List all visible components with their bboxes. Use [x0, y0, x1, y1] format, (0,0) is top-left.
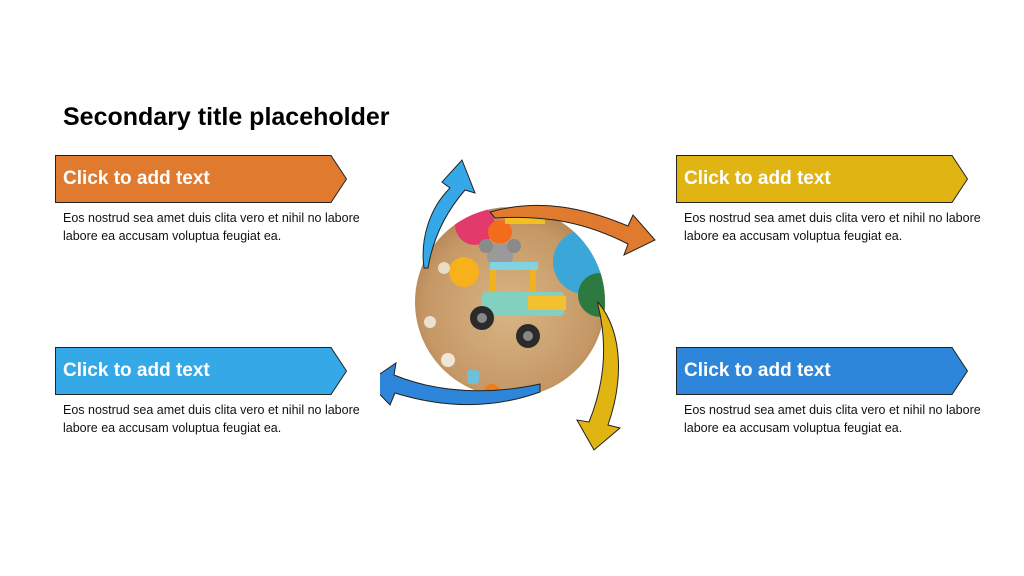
banner-top-right[interactable]: Click to add text [676, 155, 968, 203]
banner-heading[interactable]: Click to add text [684, 360, 831, 381]
body-text-bottom-left[interactable]: Eos nostrud sea amet duis clita vero et … [63, 403, 360, 435]
blue-up-arrow [422, 159, 476, 269]
banner-heading[interactable]: Click to add text [63, 360, 210, 381]
body-text-top-right[interactable]: Eos nostrud sea amet duis clita vero et … [684, 211, 981, 243]
darkblue-left-arrow [367, 361, 541, 406]
toy-car-photo [415, 207, 605, 397]
banner-shape [676, 155, 968, 203]
banner-heading[interactable]: Click to add text [63, 168, 210, 189]
banner-bottom-left[interactable]: Click to add text [55, 347, 347, 395]
yellow-down-arrow [576, 300, 622, 451]
banner-top-left[interactable]: Click to add text [55, 155, 347, 203]
slide-title[interactable]: Secondary title placeholder [63, 103, 390, 131]
cycle-graphic [367, 150, 660, 455]
orange-right-arrow [489, 204, 656, 256]
body-text-top-left[interactable]: Eos nostrud sea amet duis clita vero et … [63, 211, 360, 243]
banner-shape [55, 347, 347, 395]
banner-heading[interactable]: Click to add text [684, 168, 831, 189]
banner-bottom-right[interactable]: Click to add text [676, 347, 968, 395]
banner-shape [55, 155, 347, 203]
banner-shape [676, 347, 968, 395]
body-text-bottom-right[interactable]: Eos nostrud sea amet duis clita vero et … [684, 403, 981, 435]
cycle-svg [367, 159, 656, 451]
